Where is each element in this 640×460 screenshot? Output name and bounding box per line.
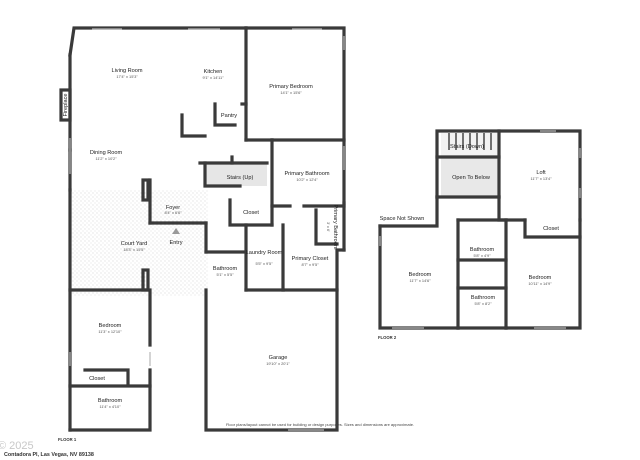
- room-foyer-name: Foyer: [166, 205, 180, 211]
- room-laundry-name: Laundry Room: [246, 250, 283, 256]
- room-bath-small-dim: 5'1" x 5'5": [216, 272, 234, 277]
- room-primary-bath-name: Primary Bathroom: [284, 171, 329, 177]
- room-bathroom-a-dim: 5'8" x 4'9": [473, 253, 491, 258]
- room-primary-wc-dim: 3' x 6': [326, 222, 331, 232]
- room-bedroom-right-name: Bedroom: [529, 275, 552, 281]
- room-primary-bedroom-name: Primary Bedroom: [269, 84, 313, 90]
- floor-1-walls: [59, 26, 346, 432]
- room-primary-closet-dim: 8'7" x 9'5": [301, 262, 319, 267]
- room-dining-dim: 11'2" x 10'2": [95, 156, 117, 161]
- room-closet-b-name: Closet: [89, 376, 105, 382]
- room-closet-a-name: Closet: [243, 210, 259, 216]
- floor-2: Stairs (Down) Open To Below Loft 11'7" x…: [378, 129, 582, 340]
- room-living-dim: 17'4" x 15'3": [116, 74, 138, 79]
- room-stairs-up-name: Stairs (Up): [227, 175, 254, 181]
- room-bedroom-left-name: Bedroom: [409, 272, 432, 278]
- room-garage-dim: 19'10" x 20'1": [266, 361, 290, 366]
- room-fireplace-name: Fireplace: [63, 93, 69, 116]
- courtyard-area: [70, 190, 208, 296]
- room-dining-name: Dining Room: [90, 150, 123, 156]
- room-garage-name: Garage: [269, 355, 288, 361]
- stairs-down-treads: [448, 133, 492, 150]
- floor-1: Living Room 17'4" x 15'3" Kitchen 9'1" x…: [58, 26, 346, 442]
- room-primary-closet-name: Primary Closet: [292, 256, 329, 262]
- room-bedroom-name: Bedroom: [99, 323, 122, 329]
- room-entry-name: Entry: [169, 240, 182, 246]
- address: Contadora Pl, Las Vegas, NV 89138: [4, 452, 94, 458]
- room-bath-small-name: Bathroom: [213, 266, 238, 272]
- stairs-up-area: [205, 163, 267, 186]
- room-courtyard-dim: 18'3" x 15'5": [123, 247, 145, 252]
- room-closet-f2-name: Closet: [543, 226, 559, 232]
- room-living-name: Living Room: [111, 68, 142, 74]
- open-below-area: [441, 157, 499, 197]
- entry-marker-icon: [172, 228, 180, 234]
- floor-2-windows: [379, 130, 581, 329]
- floor-2-walls: [378, 129, 582, 330]
- floor-1-labels: Living Room 17'4" x 15'3" Kitchen 9'1" x…: [63, 68, 338, 409]
- room-bedroom-dim: 11'3" x 12'10": [98, 329, 122, 334]
- room-bath-bottom-name: Bathroom: [98, 398, 123, 404]
- floor-2-label: FLOOR 2: [378, 335, 397, 340]
- room-laundry-dim: 5'5" x 9'5": [255, 261, 273, 266]
- room-bedroom-right-dim: 10'11" x 14'9": [528, 281, 552, 286]
- room-bathroom-a-name: Bathroom: [470, 247, 495, 253]
- room-bathroom-b-name: Bathroom: [471, 295, 496, 301]
- room-bathroom-b-dim: 5'8" x 8'2": [474, 301, 492, 306]
- room-space-not-shown-name: Space Not Shown: [380, 216, 425, 222]
- room-bath-bottom-dim: 11'4" x 4'10": [99, 404, 121, 409]
- room-stairs-down-name: Stairs (Down): [450, 144, 484, 150]
- watermark: © 2025: [0, 440, 34, 452]
- disclaimer: Floor plans/layout cannot be used for bu…: [226, 422, 414, 427]
- room-primary-bath-dim: 10'2" x 12'4": [296, 177, 318, 182]
- floor-2-labels: Stairs (Down) Open To Below Loft 11'7" x…: [380, 144, 560, 306]
- room-kitchen-name: Kitchen: [204, 69, 223, 75]
- room-pantry-name: Pantry: [221, 113, 237, 119]
- room-loft-dim: 11'7" x 13'4": [530, 176, 552, 181]
- room-primary-wc-name: Primary Bathroom: [332, 204, 338, 249]
- floor-1-windows: [69, 28, 345, 431]
- room-foyer-dim: 8'4" x 6'6": [164, 210, 182, 215]
- room-open-below-name: Open To Below: [452, 175, 491, 181]
- room-loft-name: Loft: [536, 170, 546, 176]
- room-courtyard-name: Court Yard: [121, 241, 148, 247]
- room-primary-bedroom-dim: 14'1" x 15'6": [280, 90, 302, 95]
- room-kitchen-dim: 9'1" x 14'11": [202, 75, 224, 80]
- room-bedroom-left-dim: 11'7" x 14'6": [409, 278, 431, 283]
- floor-1-label: FLOOR 1: [58, 437, 77, 442]
